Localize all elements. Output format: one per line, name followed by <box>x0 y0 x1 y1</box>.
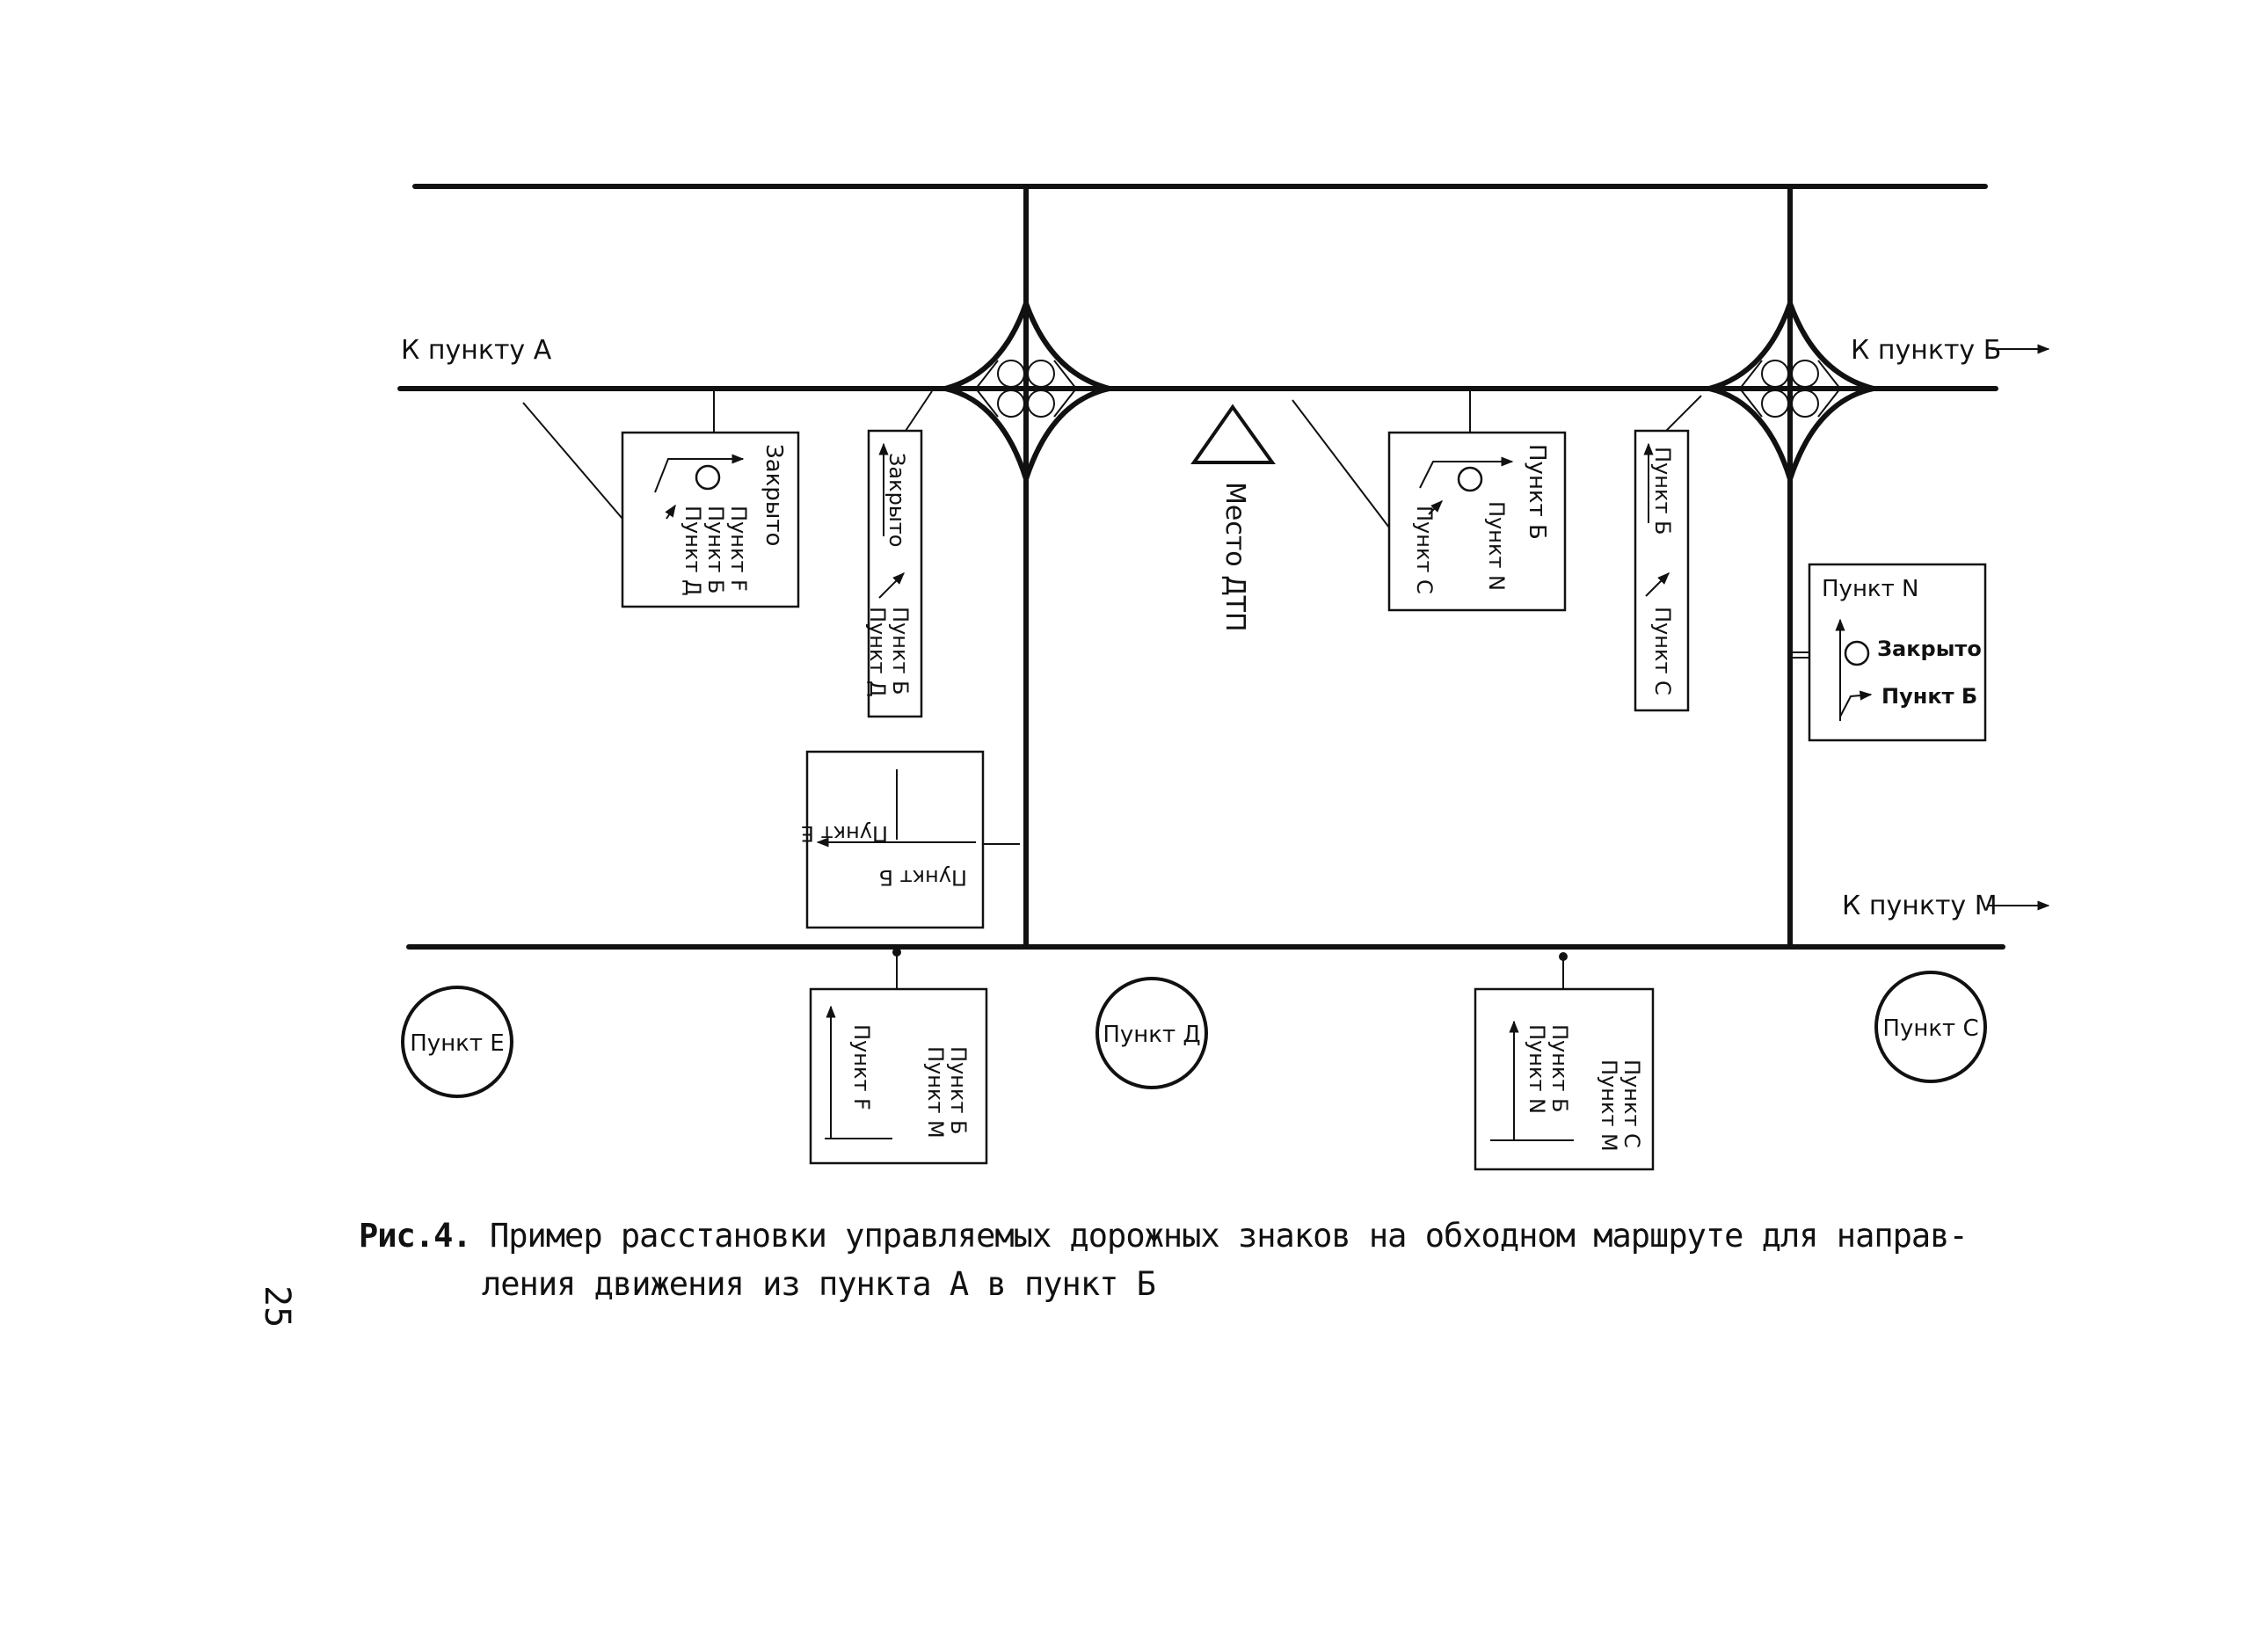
sign-5-top: Пункт Б <box>1524 444 1550 540</box>
sign-6-l2: Пункт C <box>1650 607 1675 695</box>
accident-label: Место ДТП <box>1219 482 1250 632</box>
sign-3-l2: Пункт Е <box>801 821 888 846</box>
sign-1: Закрыто Пункт F Пункт Б Пункт Д <box>621 431 800 608</box>
sign-1-l1: Пункт F <box>726 506 751 592</box>
interchange-left <box>944 295 1110 488</box>
figure-number: Рис.4. <box>359 1217 472 1255</box>
sign-5: Пункт Б Пункт N Пункт C <box>1387 431 1567 612</box>
sign-3: Пункт Е Пункт Б <box>801 750 985 929</box>
accident-triangle-icon <box>1190 404 1276 464</box>
sign-8: Пункт Б Пункт N Пункт C Пункт М <box>1474 987 1655 1171</box>
sign-7-l2: Пункт Б <box>1881 684 1977 709</box>
sign-2-l3: Пункт Д <box>865 607 890 697</box>
point-c: Пункт С <box>1874 971 1987 1083</box>
caption-line-1: Пример расстановки управляемых дорожных … <box>489 1217 1969 1255</box>
sign-7: Пункт N Закрыто Пункт Б <box>1808 563 1987 742</box>
sign-8-l3: Пункт C <box>1619 1059 1644 1148</box>
sign-7-title: Пункт N <box>1822 576 1919 602</box>
point-e-label: Пункт Е <box>410 1030 504 1057</box>
sign-6: Пункт Б Пункт C <box>1634 429 1690 712</box>
sign-4: Пункт Б Пункт M Пункт F <box>809 987 988 1165</box>
sign-4-l1: Пункт Б <box>946 1046 971 1135</box>
sign-1-l3: Пункт Д <box>681 506 705 596</box>
sign-4-l3: Пункт F <box>849 1024 874 1110</box>
point-d-label: Пункт Д <box>1103 1022 1200 1048</box>
point-c-label: Пункт С <box>1882 1015 1978 1042</box>
sign-1-top: Закрыто <box>761 444 787 546</box>
caption-line-2: ления движения из пункта А в пункт Б <box>482 1265 1156 1303</box>
interchange-right <box>1708 295 1874 488</box>
sign-2: Закрыто Пункт Б Пункт Д <box>865 429 923 718</box>
sign-2-l2: Пункт Б <box>888 607 913 695</box>
sign-2-l1: Закрыто <box>884 453 909 547</box>
sign-8-l2: Пункт N <box>1525 1024 1549 1114</box>
label-to-m: К пункту М <box>1842 891 1998 921</box>
sign-8-l4: Пункт М <box>1597 1059 1621 1152</box>
figure-caption: Рис.4. Пример расстановки управляемых до… <box>359 1212 2029 1308</box>
sign-8-l1: Пункт Б <box>1547 1024 1572 1113</box>
sign-4-l2: Пункт M <box>923 1046 948 1139</box>
page-number: 25 <box>257 1285 297 1328</box>
sign-5-l1: Пункт N <box>1484 501 1509 591</box>
label-to-b: К пункту Б <box>1851 335 2001 366</box>
label-to-a: К пункту А <box>401 335 552 366</box>
sign-6-l1: Пункт Б <box>1650 447 1675 535</box>
sign-3-l1: Пункт Б <box>878 865 967 890</box>
sign-7-l1: Закрыто <box>1877 637 1982 661</box>
sign-1-l2: Пункт Б <box>703 506 728 594</box>
point-e: Пункт Е <box>401 986 513 1098</box>
sign-5-l2: Пункт C <box>1412 506 1437 594</box>
point-d: Пункт Д <box>1095 977 1208 1089</box>
